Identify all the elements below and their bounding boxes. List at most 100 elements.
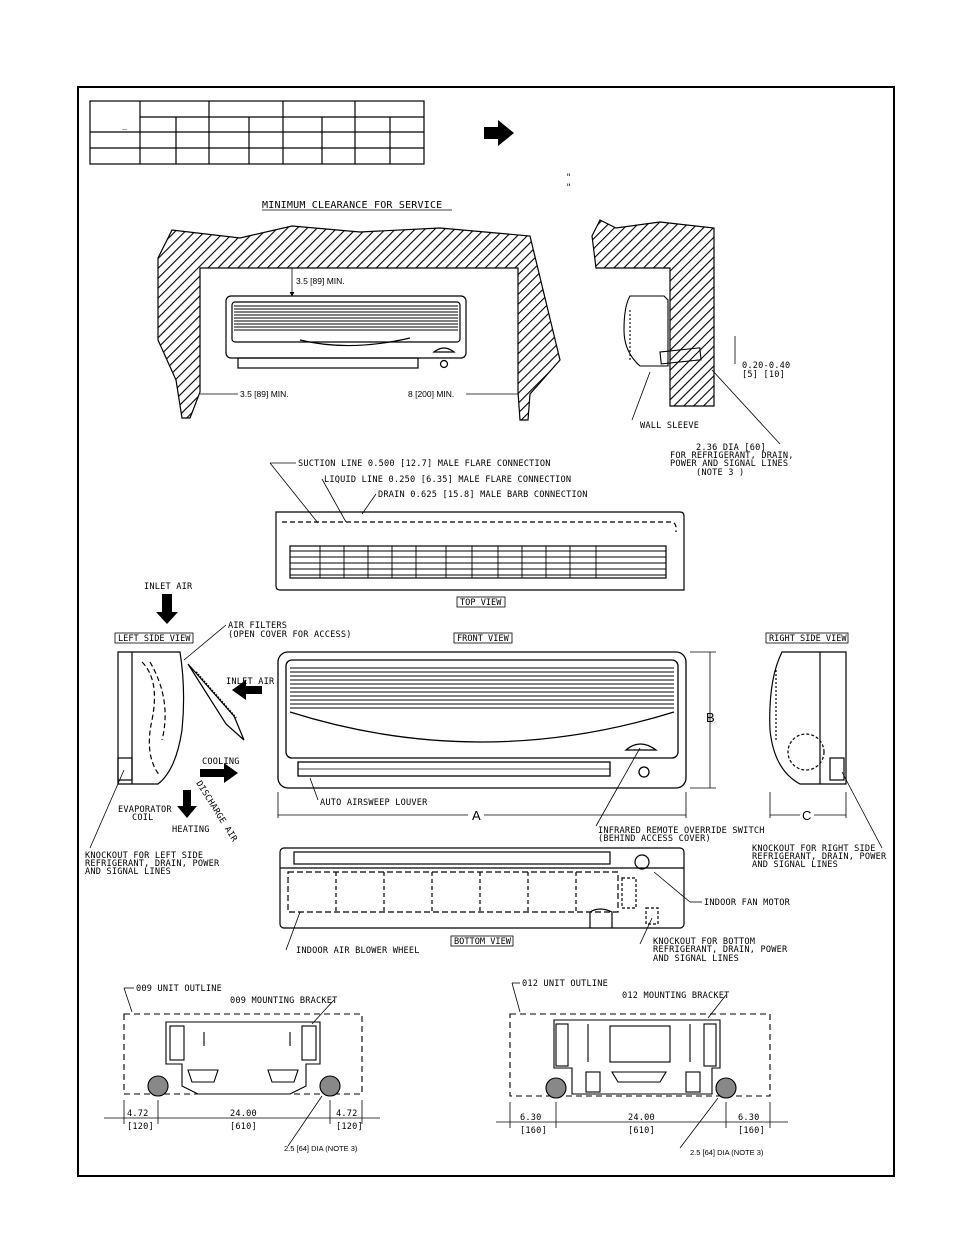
- right-knockout-2: REFRIGERANT, DRAIN, POWER: [752, 852, 887, 862]
- bottom-view-title: BOTTOM VIEW: [454, 937, 512, 947]
- right-knockout-leader: [841, 771, 883, 849]
- inlet-air-front: INLET AIR: [226, 677, 275, 687]
- b009-right-dim-mm: [120]: [336, 1122, 363, 1132]
- b012-mid-dim-mm: [610]: [628, 1126, 655, 1136]
- switch-leader: [595, 747, 641, 827]
- heating-arrow-icon: [177, 790, 197, 818]
- top-view-title: TOP VIEW: [460, 598, 502, 608]
- filters-label-2: (OPEN COVER FOR ACCESS): [228, 630, 352, 640]
- bottom-knockout-2: REFRIGERANT, DRAIN, POWER: [653, 945, 788, 955]
- drain-leader: [361, 493, 377, 515]
- sleeve-note-2: POWER AND SIGNAL LINES: [670, 459, 788, 469]
- evaporator-label-2: COIL: [132, 813, 154, 823]
- left-knockout-3: AND SIGNAL LINES: [85, 867, 171, 877]
- bracket-009-outline-leader: [123, 987, 133, 1013]
- b009-mid-dim-mm: [610]: [230, 1122, 257, 1132]
- suction-leader: [269, 462, 319, 524]
- left-view-title: LEFT SIDE VIEW: [118, 634, 191, 644]
- right-view-title: RIGHT SIDE VIEW: [769, 634, 847, 644]
- louver-label: AUTO AIRSWEEP LOUVER: [320, 798, 428, 808]
- dim-c-label: C: [802, 808, 811, 823]
- dimension-table: [89, 100, 425, 165]
- sleeve-note-3: (NOTE 3 ): [696, 468, 744, 478]
- bottom-knockout-3: AND SIGNAL LINES: [653, 954, 739, 964]
- left-knockout-2: REFRIGERANT, DRAIN, POWER: [85, 859, 220, 869]
- bottom-view-title-box: [450, 935, 514, 947]
- left-view-title-box: [114, 632, 194, 644]
- table-underscore: _: [122, 121, 128, 131]
- bracket-009: [123, 1013, 363, 1097]
- bracket-012: [509, 1013, 771, 1099]
- bottom-knockout-1: KNOCKOUT FOR BOTTOM: [653, 937, 755, 947]
- clearance-unit: [225, 295, 467, 369]
- blower-leader: [285, 911, 301, 951]
- filters-label-1: AIR FILTERS: [228, 621, 287, 631]
- b009-left-dim: 4.72: [127, 1109, 149, 1119]
- cooling-arrow-icon: [200, 763, 238, 783]
- switch-label-1: INFRARED REMOTE OVERRIDE SWITCH: [598, 826, 765, 836]
- arrow-right-icon: [484, 120, 514, 146]
- quote-mark-1: ": [566, 173, 571, 183]
- side-wall-hatch: [591, 219, 715, 407]
- fan-motor-leader: [653, 871, 691, 903]
- louver-leader: [309, 777, 319, 801]
- bracket-009-leader: [311, 999, 335, 1025]
- drain-label: DRAIN 0.625 [15.8] MALE BARB CONNECTION: [378, 490, 588, 500]
- drawing-frame: [77, 86, 895, 1177]
- wall-sleeve-leader: [631, 371, 651, 421]
- front-view-title: FRONT VIEW: [457, 634, 510, 644]
- b009-mid-dim: 24.00: [230, 1109, 257, 1119]
- right-side-unit: [769, 651, 847, 785]
- suction-label: SUCTION LINE 0.500 [12.7] MALE FLARE CON…: [298, 459, 551, 469]
- b009-left-dim-mm: [120]: [127, 1122, 154, 1132]
- switch-label-2: (BEHIND ACCESS COVER): [598, 834, 711, 844]
- left-clearance-label: 3.5 [89] MIN.: [240, 389, 289, 399]
- left-knockout-leader: [89, 769, 125, 849]
- bracket-012-outline-leader: [511, 982, 521, 1013]
- b009-hole-label: 2.5 [64] DIA (NOTE 3): [284, 1144, 358, 1153]
- sleeve-gap-mm: [5] [10]: [742, 370, 785, 380]
- filters-leader: [183, 624, 227, 661]
- top-view-title-box: [456, 596, 506, 608]
- sleeve-note-1: FOR REFRIGERANT, DRAIN,: [670, 451, 794, 461]
- wall-sleeve-label: WALL SLEEVE: [640, 421, 699, 431]
- bracket-009-outline-label: 009 UNIT OUTLINE: [136, 984, 222, 994]
- inlet-air-top: INLET AIR: [144, 582, 193, 592]
- right-knockout-1: KNOCKOUT FOR RIGHT SIDE: [752, 844, 876, 854]
- b009-hole-leader: [287, 1095, 323, 1147]
- b012-left-dim-mm: [160]: [520, 1126, 547, 1136]
- blower-label: INDOOR AIR BLOWER WHEEL: [296, 946, 420, 956]
- wall-cavity-hatch: [157, 225, 561, 421]
- left-knockout-1: KNOCKOUT FOR LEFT SIDE: [85, 851, 203, 861]
- dim-b-label: B: [706, 710, 715, 725]
- cooling-label: COOLING: [202, 757, 240, 767]
- liquid-label: LIQUID LINE 0.250 [6.35] MALE FLARE CONN…: [324, 475, 571, 485]
- bracket-012-label: 012 MOUNTING BRACKET: [622, 991, 729, 1001]
- sleeve-gap: 0.20-0.40: [742, 361, 790, 371]
- bracket-009-label: 009 MOUNTING BRACKET: [230, 996, 337, 1006]
- b012-hole-label: 2.5 [64] DIA (NOTE 3): [690, 1148, 764, 1157]
- bottom-knockout-leader: [639, 917, 653, 945]
- inlet-left-arrow-icon: [232, 680, 262, 700]
- bottom-view-unit: [279, 847, 685, 929]
- top-clearance-label: 3.5 [89] MIN.: [296, 276, 345, 286]
- liquid-leader: [321, 478, 347, 523]
- b012-left-dim: 6.30: [520, 1113, 542, 1123]
- sleeve-dia-leader: [711, 369, 781, 445]
- right-knockout-3: AND SIGNAL LINES: [752, 860, 838, 870]
- b009-right-dim: 4.72: [336, 1109, 358, 1119]
- evaporator-label-1: EVAPORATOR: [118, 805, 172, 815]
- bracket-012-outline-label: 012 UNIT OUTLINE: [522, 979, 608, 989]
- quote-mark-2: ": [566, 183, 571, 193]
- b012-right-dim-mm: [160]: [738, 1126, 765, 1136]
- clearance-title: MINIMUM CLEARANCE FOR SERVICE: [262, 200, 442, 211]
- heating-label: HEATING: [172, 825, 210, 835]
- inlet-down-arrow-icon: [156, 594, 178, 624]
- dim-a-label: A: [472, 808, 481, 823]
- fan-motor-label: INDOOR FAN MOTOR: [704, 898, 791, 908]
- top-view-unit: [275, 511, 685, 591]
- left-side-unit: [117, 651, 245, 785]
- b012-right-dim: 6.30: [738, 1113, 760, 1123]
- b012-hole-leader: [679, 1097, 719, 1149]
